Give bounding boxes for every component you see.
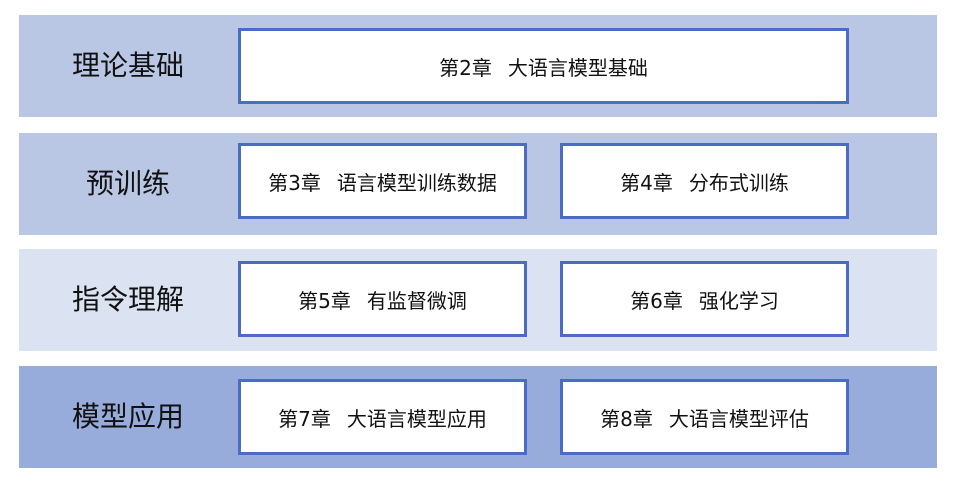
chapter-number: 第8章: [600, 406, 653, 431]
layer-theory: 理论基础 第2章 大语言模型基础: [19, 15, 937, 117]
layer-label: 模型应用: [71, 400, 184, 433]
chapter-box: 第5章 有监督微调: [238, 261, 527, 337]
layer-label: 预训练: [85, 167, 170, 200]
chapter-number: 第7章: [278, 406, 331, 431]
layer-pretraining: 预训练 第3章 语言模型训练数据 第4章 分布式训练: [19, 133, 937, 235]
layer-instruction: 指令理解 第5章 有监督微调 第6章 强化学习: [19, 249, 937, 351]
chapter-number: 第6章: [630, 288, 683, 313]
chapter-title: 大语言模型评估: [668, 406, 809, 431]
chapter-box: 第4章 分布式训练: [560, 143, 849, 219]
chapter-title: 语言模型训练数据: [336, 170, 497, 195]
layer-label: 指令理解: [71, 283, 184, 316]
chapter-box: 第6章 强化学习: [560, 261, 849, 337]
chapter-box: 第3章 语言模型训练数据: [238, 143, 527, 219]
layer-application: 模型应用 第7章 大语言模型应用 第8章 大语言模型评估: [19, 366, 937, 468]
layer-label: 理论基础: [71, 49, 184, 82]
chapter-box: 第8章 大语言模型评估: [560, 379, 849, 455]
chapter-number: 第4章: [620, 170, 673, 195]
chapter-box: 第2章 大语言模型基础: [238, 28, 849, 104]
chapter-title: 分布式训练: [688, 170, 789, 195]
chapter-box: 第7章 大语言模型应用: [238, 379, 527, 455]
chapter-title: 有监督微调: [366, 288, 467, 313]
chapter-title: 大语言模型基础: [507, 55, 648, 80]
chapter-number: 第2章: [439, 55, 492, 80]
chapter-title: 强化学习: [698, 288, 779, 313]
chapter-title: 大语言模型应用: [346, 406, 487, 431]
chapter-number: 第3章: [268, 170, 321, 195]
chapter-number: 第5章: [298, 288, 351, 313]
